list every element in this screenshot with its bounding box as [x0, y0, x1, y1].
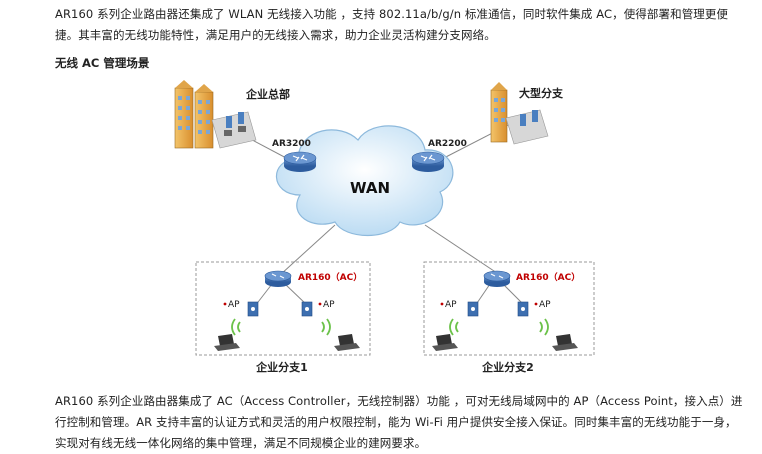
router-ar3200-icon: [283, 151, 317, 172]
branch2-name: 企业分支2: [481, 360, 534, 374]
branch1-router-icon: [264, 270, 292, 287]
wan-label: WAN: [350, 179, 390, 197]
intro-paragraph: AR160 系列企业路由器还集成了 WLAN 无线接入功能 ，支持 802.11…: [55, 7, 729, 42]
branch1-name: 企业分支1: [255, 360, 308, 374]
branch1-ap-right-label: AP: [323, 300, 335, 310]
branch2-ap-right-label: AP: [539, 300, 551, 310]
branch2-ap-left-label: AP: [445, 300, 457, 310]
branch1-ap-left-icon: [247, 301, 259, 317]
branch2-laptop-right-icon: [552, 334, 578, 351]
branch2-box: [423, 261, 595, 356]
branch1-ac-label: AR160（AC）: [298, 272, 362, 283]
closing-paragraph: AR160 系列企业路由器集成了 AC（Access Controller，无线…: [55, 394, 743, 450]
branch2-router-icon: [483, 270, 511, 287]
link-wan-branch1: [279, 224, 336, 276]
branch1-box: [195, 261, 371, 356]
branch2-ap-left-icon: [467, 301, 479, 317]
branch2-ac-label: AR160（AC）: [516, 272, 580, 283]
branch1-ap-right-icon: [301, 301, 313, 317]
router-ar2200-icon: [411, 151, 445, 172]
branch1-laptop-right-icon: [334, 334, 360, 351]
branch2-wifi-left-icon: [449, 318, 459, 336]
link-wan-branch2: [424, 224, 501, 276]
branch1-wifi-left-icon: [231, 318, 241, 336]
network-diagram: 企业总部 大型分支 WAN AR3200 AR2200: [174, 80, 595, 374]
branch1-laptop-left-icon: [214, 334, 240, 351]
branch2-wifi-right-icon: [539, 318, 549, 336]
router-ar2200-label: AR2200: [428, 139, 467, 149]
branch1-ap-left-label: AP: [228, 300, 240, 310]
wan-cloud-icon: [275, 125, 454, 237]
router-ar3200-label: AR3200: [272, 139, 311, 149]
hq-building-icon: [174, 80, 257, 149]
branch2-laptop-left-icon: [432, 334, 458, 351]
branch2-ap-right-icon: [517, 301, 529, 317]
hq-label: 企业总部: [245, 87, 290, 101]
large-branch-label: 大型分支: [519, 86, 564, 100]
large-branch-building-icon: [490, 82, 549, 145]
section-title: 无线 AC 管理场景: [55, 56, 150, 70]
branch1-wifi-right-icon: [321, 318, 331, 336]
